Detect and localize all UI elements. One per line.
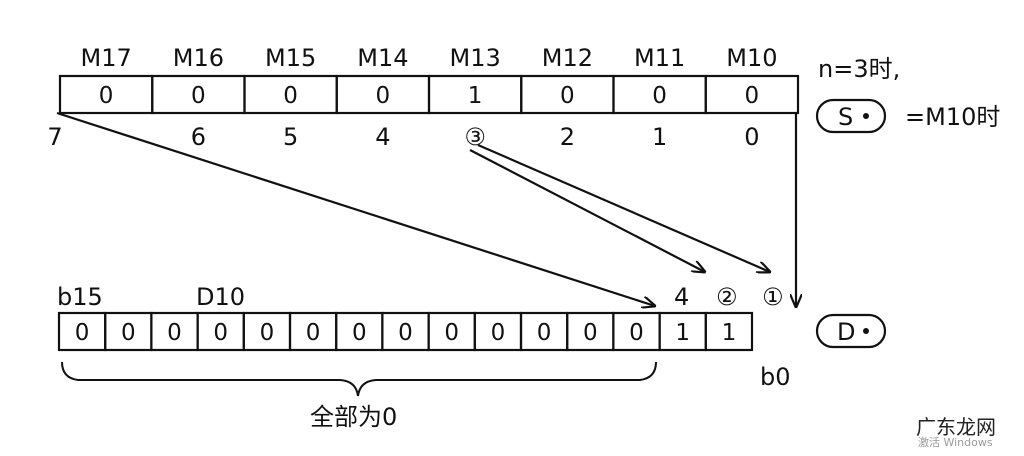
dest-step2-marker: ② [716, 283, 738, 311]
source-bit-indices: 7 6 5 4 ③ 2 1 0 [47, 123, 759, 151]
source-bit-value: 1 [468, 83, 483, 109]
dest-bit-value: 1 [722, 320, 737, 346]
dest-bit-value: 0 [213, 320, 228, 346]
source-bit-value: 0 [376, 83, 391, 109]
source-bit-index: 1 [652, 123, 667, 151]
dest-register-label: D10 [196, 283, 245, 311]
os-watermark: 激活 Windows [918, 435, 993, 449]
source-operand-letter: S [838, 103, 853, 131]
shift-arrows [56, 111, 796, 307]
dest-bit-value: 0 [167, 320, 182, 346]
site-watermark: 广东龙网 [916, 415, 996, 439]
dest-bit-value: 0 [306, 320, 321, 346]
dest-bit-value: 0 [75, 320, 90, 346]
source-bit-label: M15 [265, 44, 316, 72]
arrow-bit7-to-bit4 [56, 111, 655, 306]
dest-bit4-marker: 4 [674, 283, 689, 311]
source-bit-label: M10 [726, 44, 777, 72]
brace-caption: 全部为0 [310, 403, 397, 431]
dest-bit-value: 1 [675, 320, 690, 346]
source-bit-label: M13 [450, 44, 501, 72]
source-bit-label: M12 [542, 44, 593, 72]
source-bit-index: ③ [464, 123, 486, 151]
dest-bit-value: 0 [260, 320, 275, 346]
source-bit-value: 0 [745, 83, 760, 109]
source-bit-index: 0 [744, 123, 759, 151]
source-bit-labels: M17 M16 M15 M14 M13 M12 M11 M10 [81, 44, 778, 72]
operand-dot-icon [863, 113, 869, 119]
source-bit-index: 2 [560, 123, 575, 151]
source-bit-value: 0 [191, 83, 206, 109]
dest-operand-letter: D [837, 318, 855, 346]
source-bit-label: M17 [81, 44, 132, 72]
source-bit-label: M16 [173, 44, 224, 72]
source-bit-label: M11 [634, 44, 685, 72]
dest-bit-value: 0 [444, 320, 459, 346]
dest-bit-cell [704, 311, 754, 352]
dest-bit-value: 0 [121, 320, 136, 346]
dest-bit-value: 0 [491, 320, 506, 346]
operand-dot-icon [863, 328, 869, 334]
dest-bit-value: 0 [398, 320, 413, 346]
arrow-step3-to-step2 [469, 149, 705, 272]
dest-bit-value: 0 [537, 320, 552, 346]
dest-b15-label: b15 [57, 283, 103, 311]
dest-bit-value: 0 [352, 320, 367, 346]
source-bit-cell [704, 74, 800, 115]
dest-b0-label: b0 [760, 363, 791, 391]
source-bit-index: 6 [191, 123, 206, 151]
dest-step1-marker: ① [762, 283, 784, 311]
source-bit-index: 4 [375, 123, 390, 151]
dest-operand-badge: D [815, 313, 887, 349]
source-bit-index: 5 [283, 123, 298, 151]
source-operand-badge: S [815, 98, 887, 134]
source-bit-value: 0 [652, 83, 667, 109]
dest-bit-value: 0 [583, 320, 598, 346]
dest-bit-value: 0 [629, 320, 644, 346]
source-bit-value: 0 [283, 83, 298, 109]
source-bit-cells: 0 0 0 0 1 0 0 0 [58, 74, 800, 115]
source-bit-value: 0 [99, 83, 114, 109]
source-bit-value: 0 [560, 83, 575, 109]
curly-brace [61, 361, 657, 397]
arrow-step3-to-step1 [477, 143, 770, 272]
n-value-note: n=3时, [818, 55, 900, 83]
source-bit-label: M14 [357, 44, 408, 72]
dest-bit-cells: 0 0 0 0 0 0 0 0 0 0 0 0 0 1 1 [57, 311, 754, 352]
source-bit-index: 7 [47, 123, 62, 151]
source-operand-value: =M10时 [905, 103, 1000, 131]
